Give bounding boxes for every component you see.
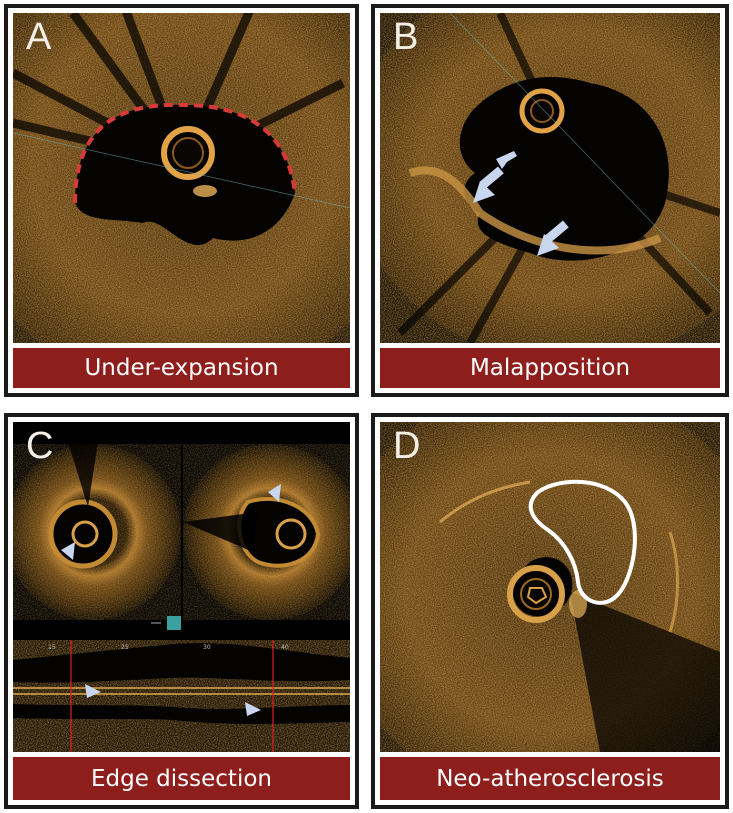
panel-letter: C — [26, 425, 54, 467]
panel-c: 15 25 30 40 C Edge dissection — [4, 413, 359, 809]
oct-scan-d — [380, 422, 720, 752]
oct-image-malapposition — [380, 13, 720, 343]
arrow-icon — [473, 151, 517, 203]
oct-image-neo-atherosclerosis — [380, 422, 720, 752]
panel-letter: B — [393, 16, 419, 58]
oct-scan-b — [380, 13, 720, 343]
panel-caption: Edge dissection — [13, 757, 350, 800]
panel-caption: Neo-atherosclerosis — [380, 757, 720, 800]
oct-scan-c: 15 25 30 40 — [13, 422, 350, 752]
oct-image-edge-dissection: 15 25 30 40 — [13, 422, 350, 752]
under-expansion-dashed-outline — [73, 102, 297, 204]
longitudinal-tick: 15 — [48, 644, 56, 651]
longitudinal-tick: 30 — [203, 644, 211, 651]
panel-caption: Under-expansion — [13, 348, 350, 388]
longitudinal-tick: 25 — [121, 644, 129, 651]
panel-letter: D — [393, 425, 421, 467]
oct-image-under-expansion — [13, 13, 350, 343]
oct-scan-a — [13, 13, 350, 343]
longitudinal-tick: 40 — [281, 644, 289, 651]
panel-b: B Malapposition — [371, 4, 729, 397]
arrowhead-icon — [61, 484, 281, 560]
panel-d: D Neo-atherosclerosis — [371, 413, 729, 809]
panel-caption: Malapposition — [380, 348, 720, 388]
arrow-icon — [537, 220, 569, 256]
neo-atherosclerosis-outline — [528, 479, 637, 605]
panel-letter: A — [26, 16, 52, 58]
panel-a: A Under-expansion — [4, 4, 359, 397]
arrowhead-icon — [85, 684, 261, 716]
